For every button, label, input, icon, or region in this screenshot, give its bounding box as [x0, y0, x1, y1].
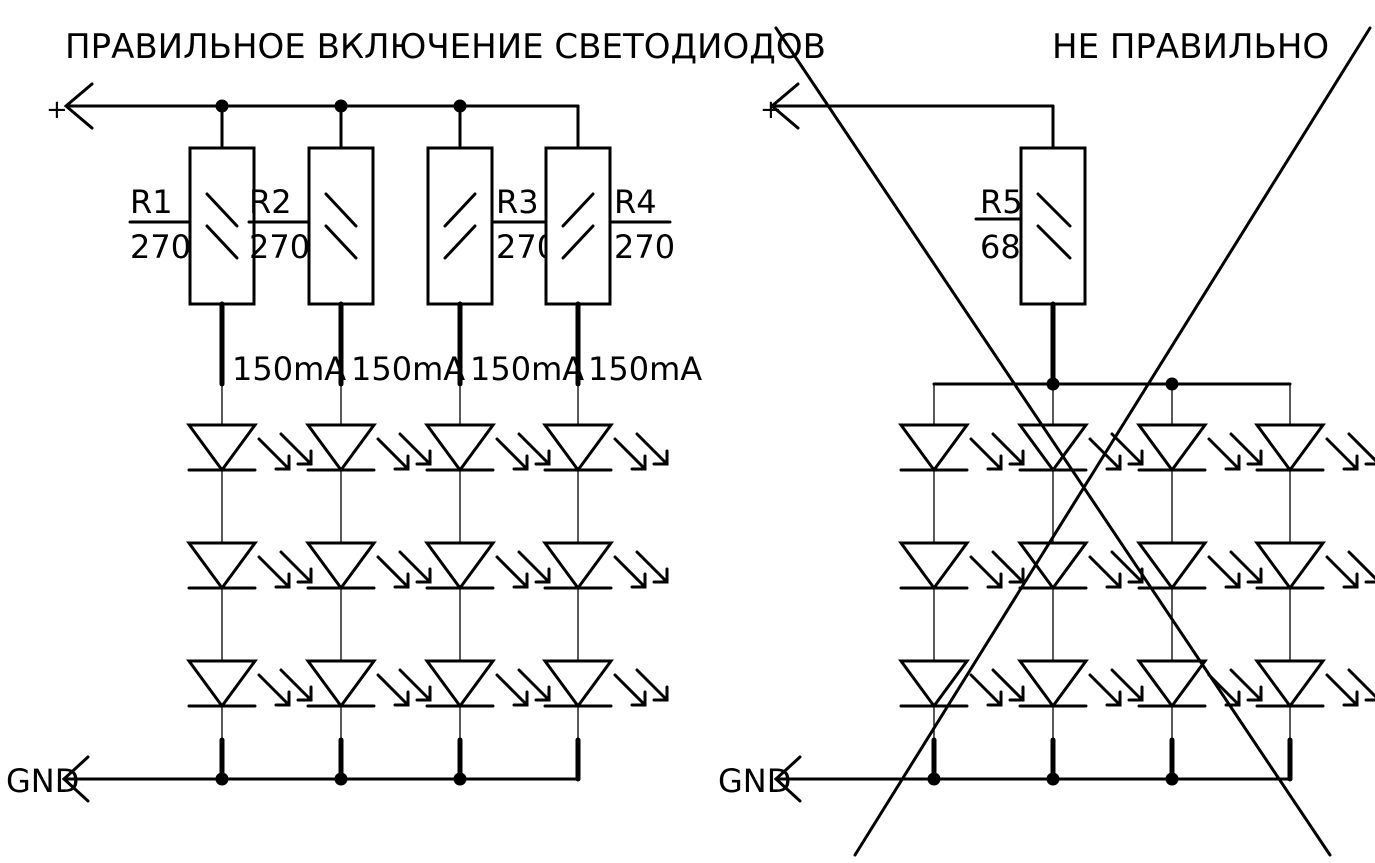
led [1137, 423, 1263, 472]
led [1255, 659, 1375, 708]
correct-schematic: ПРАВИЛЬНОЕ ВКЛЮЧЕНИЕ СВЕТОДИОДОВ + GND R… [6, 27, 826, 803]
plus-label: + [46, 95, 68, 125]
resistor-value: 270 [130, 228, 191, 266]
r5-value: 68 [980, 228, 1021, 266]
junction-dot [453, 772, 467, 786]
led [1255, 423, 1375, 472]
incorrect-schematic: НЕ ПРАВИЛЬНО + R5 68 GND [718, 26, 1375, 857]
resistor-ref: R4 [614, 183, 657, 221]
plus-label-right: + [760, 95, 782, 125]
title-incorrect: НЕ ПРАВИЛЬНО [1052, 27, 1329, 67]
junction-dot [215, 772, 229, 786]
junction-dot [1046, 377, 1060, 391]
led [543, 423, 669, 472]
led [1018, 423, 1144, 472]
gnd-rail [61, 738, 580, 803]
led [306, 659, 432, 708]
led [187, 541, 313, 590]
gnd-rail-right [773, 755, 1292, 803]
resistor-r5 [974, 146, 1087, 387]
led-column-3 [1137, 377, 1263, 786]
led-column-2 [1018, 377, 1144, 786]
led [1137, 541, 1263, 590]
current-label: 150mA [232, 350, 346, 388]
led-matrix [899, 377, 1375, 786]
led [543, 659, 669, 708]
led [1018, 541, 1144, 590]
led [1137, 659, 1263, 708]
led [899, 541, 1025, 590]
junction-dot [1165, 772, 1179, 786]
resistor-ref: R3 [496, 183, 539, 221]
title-correct: ПРАВИЛЬНОЕ ВКЛЮЧЕНИЕ СВЕТОДИОДОВ [65, 27, 826, 67]
junction-dot [1165, 377, 1179, 391]
gnd-label-right: GND [718, 762, 791, 800]
current-label: 150mA [470, 350, 584, 388]
junction-dot [215, 99, 229, 113]
led [899, 423, 1025, 472]
led [425, 423, 551, 472]
led-column-4 [1255, 384, 1375, 782]
resistor-ref: R1 [130, 183, 173, 221]
resistor-value: 270 [249, 228, 310, 266]
resistor-ref: R2 [249, 183, 292, 221]
led [1018, 659, 1144, 708]
gnd-label: GND [6, 762, 79, 800]
junction-dot [453, 99, 467, 113]
led [425, 541, 551, 590]
junction-dot [334, 772, 348, 786]
positive-rail-right [769, 82, 1055, 150]
led [187, 423, 313, 472]
led [425, 659, 551, 708]
junction-dot [927, 772, 941, 786]
led [306, 541, 432, 590]
r5-ref: R5 [980, 183, 1023, 221]
led-column-1 [899, 384, 1025, 786]
cross-out-mark [774, 26, 1372, 857]
current-label: 150mA [351, 350, 465, 388]
current-label: 150mA [588, 350, 702, 388]
led [1255, 541, 1375, 590]
junction-dot [1046, 772, 1060, 786]
led [306, 423, 432, 472]
positive-rail [63, 82, 580, 150]
led [187, 659, 313, 708]
led [543, 541, 669, 590]
resistor-value: 270 [614, 228, 675, 266]
junction-dot [334, 99, 348, 113]
